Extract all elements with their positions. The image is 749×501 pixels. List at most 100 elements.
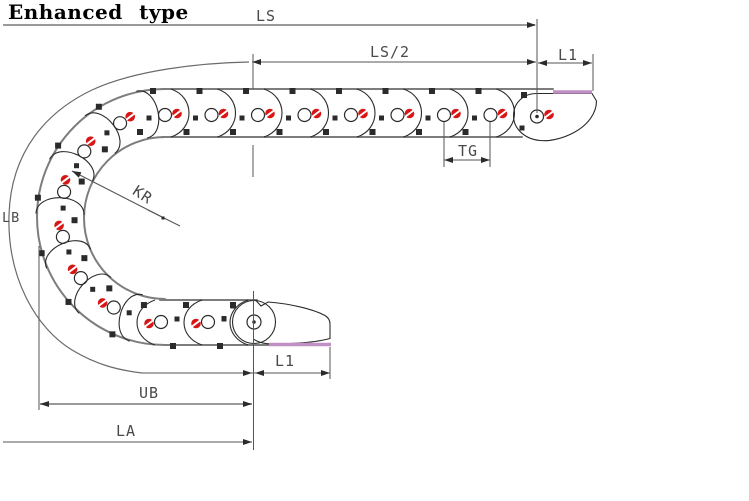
tg-label: TG — [458, 142, 478, 160]
ub-arrow-right — [243, 401, 252, 407]
la-label: LA — [116, 422, 136, 440]
end-bracket-top — [512, 90, 598, 142]
link-separator-arc — [310, 88, 330, 138]
crossbar-square — [239, 115, 245, 121]
crossbar-square — [379, 115, 384, 121]
kr-arrow — [72, 171, 82, 178]
crossbar-square — [183, 129, 190, 135]
pivot-hole — [343, 107, 359, 123]
crossbar-square — [429, 88, 435, 94]
crossbar-square — [65, 298, 72, 305]
rotation-marker — [54, 220, 64, 231]
crossbar-square — [230, 129, 236, 135]
kr-leader-line — [71, 170, 163, 218]
crossbar-square — [60, 205, 66, 211]
l1-top-label: L1 — [558, 46, 578, 64]
rotation-marker — [358, 108, 368, 119]
rotation-marker — [265, 108, 275, 119]
crossbar-square — [140, 302, 147, 309]
crossbar-square — [183, 302, 189, 308]
rotation-marker-slash — [311, 109, 322, 118]
crossbar-square — [519, 125, 525, 131]
bend-inner-edge — [83, 136, 166, 300]
rotation-marker-slash — [60, 176, 71, 184]
link-separator-arc — [217, 88, 237, 138]
end-bracket-bottom-outline — [253, 300, 331, 345]
crossbar-square — [137, 129, 143, 135]
crossbar-square — [230, 303, 236, 309]
bend-center-mark — [161, 216, 165, 220]
crossbar-square — [221, 316, 227, 321]
crossbar-square — [289, 88, 296, 94]
link-separator-arc — [74, 273, 112, 314]
l1-top-arrow-right — [583, 60, 592, 66]
dimension-tg: TG — [443, 122, 491, 167]
crossbar-square — [196, 88, 203, 94]
crossbar-square — [78, 178, 85, 185]
l1-top-arrow-left — [538, 60, 547, 66]
rotation-marker — [85, 136, 96, 146]
chain-links — [34, 88, 516, 349]
crossbar-square — [38, 250, 45, 257]
pivot-hole — [112, 116, 128, 131]
ls-half-arrow-left — [252, 59, 261, 65]
l1-bottom-arrow-left — [255, 370, 264, 376]
rotation-marker-slash — [404, 109, 415, 118]
dimension-l1-top: L1 — [538, 46, 592, 66]
link-separator-arc — [356, 88, 376, 138]
crossbar-square — [382, 88, 389, 94]
link-separator-arc — [170, 88, 190, 138]
crossbar-square — [243, 88, 249, 94]
dimension-ls-half: LS/2 — [252, 43, 536, 65]
crossbar-square — [101, 146, 108, 153]
pivot-center — [535, 114, 539, 119]
pivot-hole — [153, 314, 169, 330]
crossbar-square — [521, 92, 527, 98]
ls-arrow-right — [527, 22, 536, 28]
rotation-marker-slash — [86, 137, 96, 145]
rotation-marker — [544, 109, 554, 120]
link-separator-arc — [118, 294, 144, 342]
end-bracket-top-outline — [512, 92, 598, 142]
link-separator-arc — [229, 299, 249, 346]
link-separator-arc — [45, 240, 92, 269]
crossbar-square — [425, 115, 431, 121]
rotation-marker — [97, 298, 108, 308]
crossbar-square — [369, 129, 376, 135]
rotation-marker-slash — [97, 299, 108, 307]
ub-label: UB — [139, 384, 159, 402]
link-separator-arc — [183, 299, 203, 346]
pivot-hole — [56, 184, 72, 199]
rotation-marker-slash — [497, 109, 508, 118]
link-separator-arc — [84, 112, 121, 154]
extension-lines — [38, 19, 594, 450]
crossbar-square — [146, 115, 152, 121]
crossbar-square — [126, 310, 132, 316]
chain-outer-envelope-curve — [8, 61, 250, 374]
link-separator-arc — [49, 151, 95, 182]
rotation-marker-slash — [218, 109, 229, 118]
rotation-marker — [218, 108, 229, 119]
rotation-marker — [311, 108, 322, 119]
crossbar-square — [332, 115, 338, 121]
rotation-marker-slash — [144, 319, 154, 328]
crossbar-square — [90, 286, 96, 292]
pivot-hole — [200, 314, 216, 330]
rotation-marker-slash — [191, 319, 201, 328]
rotation-marker-slash — [358, 109, 368, 118]
l1-bottom-label: L1 — [275, 352, 295, 370]
crossbar-square — [170, 343, 176, 349]
crossbar-square — [475, 88, 482, 94]
l1-bottom-arrow-right — [321, 370, 330, 376]
tg-arrow-right — [481, 157, 490, 163]
crossbar-square — [323, 129, 329, 135]
crossbar-square — [174, 316, 180, 322]
rotation-marker — [497, 108, 508, 119]
pivot-hole — [106, 300, 121, 315]
end-bracket-bottom — [221, 299, 331, 347]
pivot-hole — [204, 107, 219, 123]
rotation-marker-slash — [265, 109, 275, 118]
dimension-l1-bottom: L1 — [142, 352, 330, 376]
